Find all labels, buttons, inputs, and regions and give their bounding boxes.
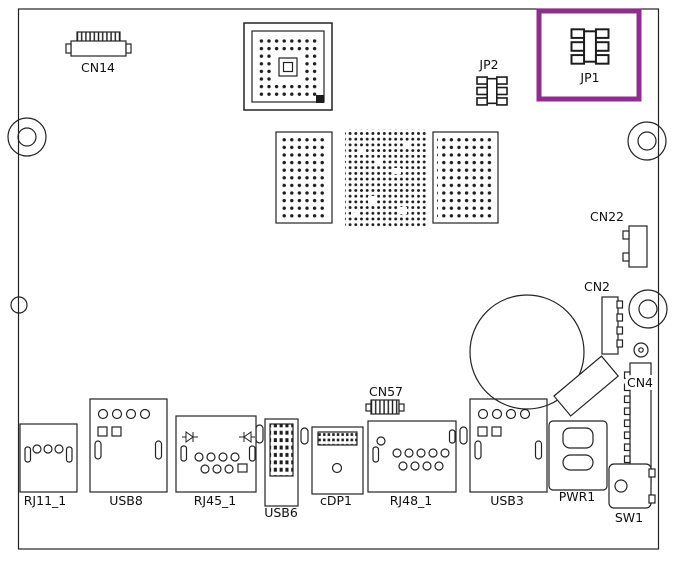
rj48-1-label: RJ48_1: [390, 493, 432, 508]
chip-bga: [243, 22, 333, 111]
jp1-highlight-box: [536, 8, 642, 102]
jp2-label: JP2: [478, 57, 498, 72]
mount-peg: [459, 426, 468, 445]
usb3-label: USB3: [490, 493, 524, 508]
battery: [469, 294, 585, 410]
jumper-jp1: [570, 28, 610, 65]
connector-cn14: [65, 31, 132, 57]
connector-cdp1: [311, 426, 364, 495]
jumper-icon: [476, 76, 508, 106]
rj45-1-label: RJ45_1: [194, 493, 236, 508]
connector-cn2: [601, 296, 624, 355]
jumper-jp2: [476, 76, 508, 106]
mounting-hole-right-middle: [628, 289, 668, 329]
chip-memory-left: [275, 131, 333, 224]
cn14-label: CN14: [81, 60, 115, 75]
mounting-hole-top-left: [7, 117, 47, 157]
connector-rj48-1: [367, 420, 457, 493]
rj11-1-label: RJ11_1: [24, 493, 66, 508]
led-indicator-right: [239, 431, 255, 443]
cn4-label: CN4: [627, 375, 653, 390]
switch-sw1: [608, 463, 656, 509]
sw1-label: SW1: [615, 510, 643, 525]
connector-cn57: [365, 399, 405, 415]
connector-usb3: [469, 398, 548, 493]
mounting-hole-top-right: [627, 121, 667, 161]
connector-usb8: [89, 398, 168, 493]
cn57-label: CN57: [369, 384, 403, 399]
mounting-hole-left-middle: [10, 296, 28, 314]
led-indicator-left: [182, 431, 198, 443]
board-outline: [17, 8, 660, 550]
chip-memory-right: [432, 131, 499, 224]
cn22-label: CN22: [590, 209, 624, 224]
mount-peg: [300, 427, 309, 445]
chip-memory-center: [345, 129, 427, 227]
pwr1-label: PWR1: [559, 489, 596, 504]
cn2-label: CN2: [584, 279, 610, 294]
jumper-icon: [570, 28, 610, 65]
battery-strap: [553, 355, 620, 417]
connector-usb6: [264, 418, 299, 507]
pin1-marker: [316, 95, 324, 103]
connector-rj45-1: [175, 415, 257, 493]
connector-rj11-1: [19, 423, 78, 493]
jp1-label: JP1: [579, 70, 599, 85]
usb8-label: USB8: [109, 493, 143, 508]
connector-pwr1: [548, 420, 608, 491]
connector-cn22: [622, 225, 648, 268]
screw-hole-small: [633, 342, 649, 358]
usb6-label: USB6: [264, 505, 298, 520]
cdp1-label: cDP1: [320, 493, 352, 508]
mount-peg: [255, 424, 264, 444]
connector-cn4: [623, 362, 652, 483]
